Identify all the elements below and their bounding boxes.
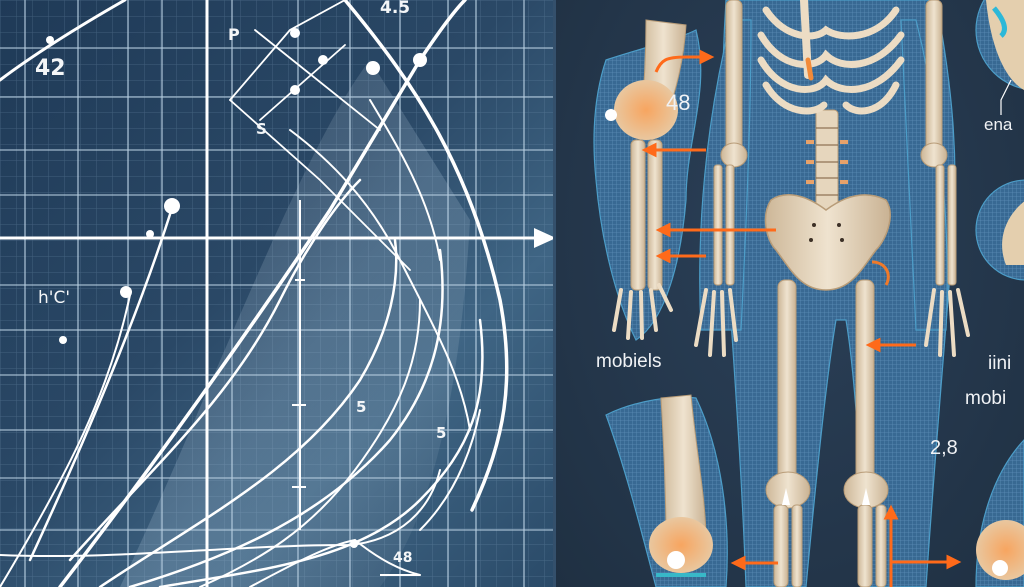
- graph-label-fraction: 48: [393, 550, 413, 566]
- anatomy-label-48: 48: [666, 90, 691, 115]
- graph-label-42: 42: [35, 56, 66, 81]
- anatomy-label-2-8: 2,8: [930, 437, 958, 459]
- anatomy-caption-iini: iini: [988, 353, 1012, 374]
- graph-label-5a: 5: [356, 398, 367, 416]
- graph-label-s: S: [256, 120, 267, 138]
- anatomy-caption-mobi: mobi: [965, 388, 1007, 409]
- anatomy-caption-mobiels: mobiels: [596, 351, 662, 372]
- graph-label-4-5: 4.5: [380, 0, 411, 18]
- blueprint-graph-panel: 42 4.5 P S h'C' 5 5 48: [0, 0, 556, 587]
- graph-label-p: P: [228, 25, 240, 44]
- anatomy-caption-ena: ena: [984, 115, 1013, 134]
- graph-label-5b: 5: [436, 424, 447, 442]
- skeleton-svg: [593, 0, 1024, 587]
- blueprint-graph-svg: [0, 0, 556, 587]
- anatomy-panel: 48 mobiels ena iini mobi 2,8: [556, 0, 1024, 587]
- graph-label-hc: h'C': [38, 288, 70, 308]
